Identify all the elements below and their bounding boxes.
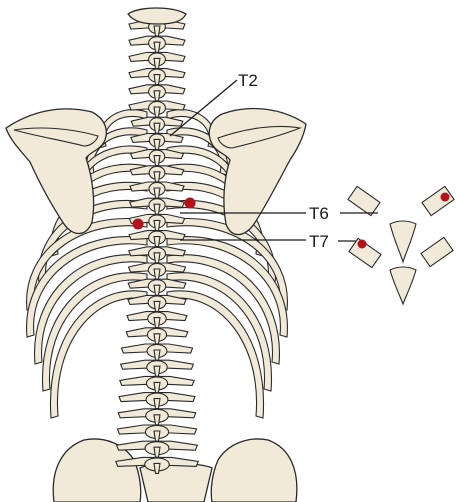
right-iliac-crest <box>211 439 297 502</box>
marker-inset-lower-left <box>358 240 367 249</box>
vertebra <box>128 295 186 311</box>
vertebra <box>129 36 185 52</box>
label-t6: T6 <box>309 204 329 223</box>
vertebra <box>127 312 187 328</box>
vertebra <box>120 376 194 392</box>
marker-inset-upper-right <box>441 193 450 202</box>
vertebra <box>130 198 185 214</box>
vertebra <box>130 182 184 198</box>
skull-base <box>128 8 186 24</box>
marker-t7-left <box>133 219 144 230</box>
vertebra <box>130 166 183 182</box>
marker-t6-right <box>185 198 196 209</box>
vertebral-column <box>116 20 198 473</box>
vertebra <box>119 393 195 409</box>
vertebra <box>118 409 196 425</box>
vertebra <box>121 360 194 376</box>
inset-facet-upper-left <box>348 186 380 215</box>
label-t7: T7 <box>309 232 329 251</box>
inset-facet-lower-right <box>421 237 453 266</box>
vertebra <box>117 425 196 441</box>
label-t2: T2 <box>238 71 258 90</box>
vertebra <box>129 69 185 85</box>
vertebra <box>129 85 185 101</box>
vertebra <box>121 344 192 360</box>
inset-vertebra-diagram <box>348 186 454 304</box>
inset-spinous-process-upper <box>390 221 416 262</box>
inset-spinous-process-lower <box>390 267 416 304</box>
vertebra <box>126 328 188 344</box>
vertebra <box>131 150 184 166</box>
inset-facet-upper-right <box>422 186 454 215</box>
vertebra <box>129 52 185 68</box>
